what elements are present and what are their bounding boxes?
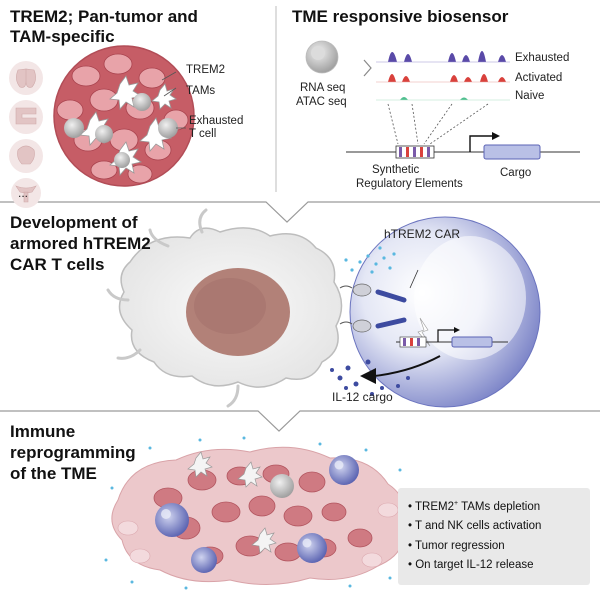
reprogrammed-tumor: [104, 436, 405, 590]
organ-icons: [9, 61, 43, 208]
il12-release: [330, 246, 441, 396]
uterus-icon: [15, 185, 37, 203]
promoter-arrow-icon: [469, 135, 492, 152]
panel3-title-line2: armored hTREM2: [10, 234, 151, 253]
label-il12-cargo: IL-12 cargo: [332, 390, 393, 404]
outcome-tam-prefix: • TREM2: [408, 500, 454, 513]
outcome-t-nk-activation: • T and NK cells activation: [408, 520, 542, 533]
car-t-cell: [349, 216, 541, 408]
label-naive-state: Naive: [515, 90, 544, 102]
secretion-arrow-icon: [360, 368, 376, 384]
panel-separators: [0, 6, 600, 432]
label-trem2: TREM2: [186, 64, 225, 76]
car-t-construct: [396, 327, 508, 348]
depleted-tams: [187, 451, 277, 554]
rna-atac-cell: [305, 40, 372, 77]
outcome-tam-sup: +: [454, 500, 459, 507]
activation-bolt-icon: [417, 317, 431, 347]
trem2-car-binding: [339, 269, 431, 347]
label-htrem2-car: hTREM2 CAR: [384, 227, 460, 241]
synthetic-construct: [346, 132, 580, 160]
label-exhausted-state: Exhausted: [515, 52, 569, 64]
panel1-title-line2: TAM-specific: [10, 27, 115, 46]
panel1-title-line1: TREM2; Pan-tumor and: [10, 7, 198, 26]
label-exhausted-line2: T cell: [189, 128, 216, 140]
label-exhausted-line1: Exhausted: [189, 115, 243, 127]
label-activated-state: Activated: [515, 72, 562, 84]
outcomes-box: • TREM2+ TAMs depletion • T and NK cells…: [398, 488, 590, 585]
label-atac-seq: ATAC seq: [296, 96, 347, 108]
tumor-mass: [53, 45, 195, 187]
outcome-tam-depletion: • TREM2+ TAMs depletion: [408, 494, 590, 517]
torso-icon: [17, 145, 35, 165]
label-tams: TAMs: [186, 85, 215, 97]
activated-t-cells: [155, 455, 359, 573]
panel3-title-line1: Development of: [10, 213, 138, 232]
outcome-tumor-regression: • Tumor regression: [408, 539, 505, 552]
organs-ellipsis: ...: [18, 186, 28, 200]
panel2-title: TME responsive biosensor: [292, 7, 509, 26]
label-cargo: Cargo: [500, 167, 531, 179]
peak-connector-lines: [387, 103, 489, 145]
exhausted-t-cells: [64, 93, 178, 168]
label-synthetic-line2: Regulatory Elements: [356, 178, 463, 190]
intestine-icon: [15, 107, 37, 125]
outcome-il12-release: • On target IL-12 release: [408, 559, 534, 572]
label-rna-seq: RNA seq: [300, 82, 345, 94]
panel4-title-line2: reprogramming: [10, 443, 136, 462]
macrophage: [106, 208, 343, 408]
panel4-title-line1: Immune: [10, 422, 75, 441]
peak-tracks: [376, 51, 510, 101]
outcome-tam-suffix: TAMs depletion: [458, 500, 541, 513]
panel4-title-line3: of the TME: [10, 464, 97, 483]
label-synthetic-line1: Synthetic: [372, 164, 420, 176]
chevron-right-icon: [363, 59, 372, 77]
lungs-icon: [16, 68, 36, 88]
panel3-title-line3: CAR T cells: [10, 255, 104, 274]
